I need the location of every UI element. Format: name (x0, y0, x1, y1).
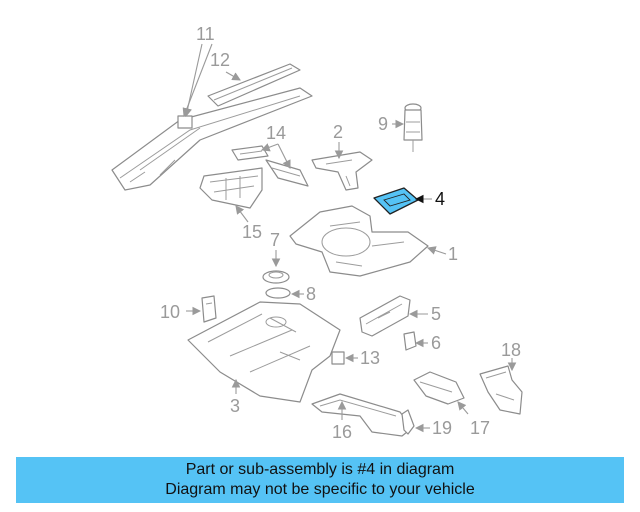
callout-3: 3 (230, 396, 240, 416)
callout-13: 13 (360, 348, 380, 368)
callout-10: 10 (160, 302, 180, 322)
callout-11: 11 (196, 24, 215, 44)
part-7-plug[interactable] (262, 270, 290, 284)
part-10-clip[interactable] (201, 295, 217, 323)
part-13-clip[interactable] (331, 351, 345, 365)
callout-19: 19 (432, 418, 452, 438)
callout-1: 1 (448, 244, 458, 264)
part-18-side-panel[interactable] (479, 365, 523, 415)
part-8-ring[interactable] (265, 287, 291, 299)
callout-4: 4 (435, 189, 445, 209)
leader-lines (182, 43, 517, 433)
callout-8: 8 (306, 284, 316, 304)
part-9-jack-post[interactable] (403, 103, 423, 152)
callout-9: 9 (378, 114, 388, 134)
callout-12: 12 (210, 50, 230, 70)
callout-15: 15 (242, 222, 262, 242)
part-4-highlighted[interactable] (373, 187, 419, 215)
part-19-hook[interactable] (401, 409, 415, 435)
part-5-bracket[interactable] (359, 295, 411, 337)
part-1-rear-floor[interactable] (289, 205, 429, 277)
part-11-side-rail[interactable] (111, 87, 313, 191)
callout-labels: 11 12 14 2 9 4 15 7 1 8 10 5 6 13 18 3 1… (160, 24, 521, 442)
callout-2: 2 (333, 122, 343, 142)
callout-17: 17 (470, 418, 490, 438)
parts-diagram: 11 12 14 2 9 4 15 7 1 8 10 5 6 13 18 3 1… (111, 24, 523, 442)
info-banner: Part or sub-assembly is #4 in diagram Di… (16, 457, 624, 503)
banner-line-1: Part or sub-assembly is #4 in diagram (185, 461, 455, 478)
part-12-upper-rail[interactable] (207, 63, 301, 107)
callout-6: 6 (431, 333, 441, 353)
part-2-bracket[interactable] (311, 151, 373, 191)
part-17-bracket[interactable] (413, 371, 465, 405)
part-16-crossmember[interactable] (311, 393, 413, 437)
callout-18: 18 (501, 340, 521, 360)
callout-14: 14 (266, 123, 286, 143)
callout-5: 5 (431, 304, 441, 324)
callout-16: 16 (332, 422, 352, 442)
part-15-crossmember[interactable] (199, 167, 263, 209)
banner-line-2: Diagram may not be specific to your vehi… (165, 481, 475, 498)
part-6-small-bracket[interactable] (403, 331, 417, 351)
callout-7: 7 (270, 230, 280, 250)
